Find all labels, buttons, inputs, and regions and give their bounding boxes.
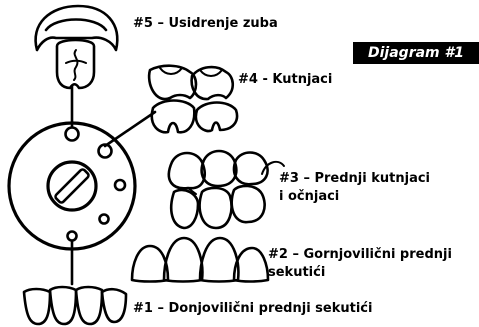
- hole-5: [64, 126, 80, 142]
- screw-slot: [54, 168, 90, 204]
- upper-incisor-teeth: [130, 236, 270, 283]
- selector-wheel: [7, 121, 137, 251]
- tooth-anchorage-model: [34, 4, 119, 90]
- diagram-badge: Dijagram #1: [353, 42, 479, 64]
- label-upper-incisors-line1: #2 – Gornjovilični prednji: [268, 247, 452, 262]
- lower-incisor-teeth: [22, 285, 128, 326]
- hole-4: [97, 143, 113, 159]
- wheel-hub: [46, 160, 98, 212]
- hole-1: [66, 230, 78, 242]
- connector-lines: [70, 84, 157, 286]
- connector-4: [103, 110, 157, 148]
- label-premolars-canines-line1: #3 – Prednji kutnjaci: [279, 171, 431, 186]
- molar-teeth: [147, 64, 239, 134]
- label-premolars-canines-line2: i očnjaci: [279, 189, 340, 204]
- hole-2: [98, 213, 110, 225]
- label-lower-incisors: #1 – Donjovilični prednji sekutići: [133, 301, 373, 316]
- hole-3: [113, 178, 127, 192]
- premolar-canine-teeth: [167, 149, 285, 230]
- label-molars: #4 - Kutnjaci: [238, 72, 333, 87]
- label-tooth-anchorage: #5 – Usidrenje zuba: [133, 16, 278, 31]
- label-upper-incisors-line2: sekutići: [268, 265, 326, 280]
- wheel-rim: [7, 121, 137, 251]
